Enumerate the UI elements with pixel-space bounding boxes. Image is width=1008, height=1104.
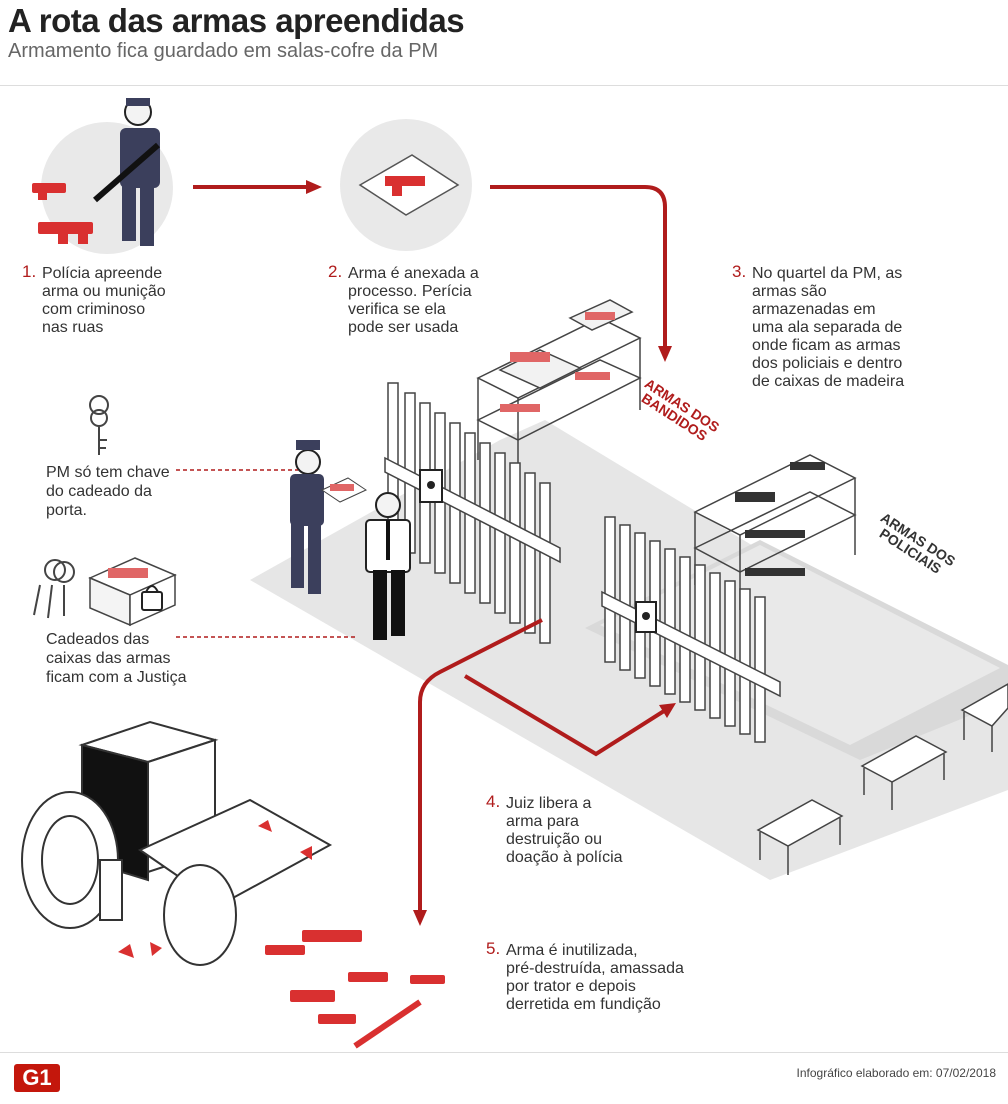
step-5-text: Arma é inutilizada, pré-destruída, amass… [506,942,684,1013]
g1-logo: G1 [14,1064,60,1092]
shelf-icon [693,454,857,610]
flow-arrow-icon [490,185,672,362]
evidence-bag-icon [340,119,472,251]
flow-arrow-icon [193,180,322,194]
footer-credit: Infográfico elaborado em: 07/02/2018 [796,1066,996,1080]
step-3: 3. No quartel da PM, as armas são armaze… [732,262,932,395]
step-4-text: Juiz libera a arma para destruição ou do… [506,795,623,866]
bench-icon [756,799,844,875]
page-title: A rota das armas apreendidas [8,2,465,39]
step-1-text: Polícia apreende arma ou munição com cri… [42,265,166,336]
step-1: 1. Polícia apreende arma ou munição com … [22,262,192,341]
header-divider [0,85,1008,86]
box-locks-note: Cadeados das caixas das armas ficam com … [46,631,187,686]
step-3-text: No quartel da PM, as armas são armazenad… [752,265,905,390]
steamroller-icon [21,720,333,966]
page-subtitle: Armamento fica guardado em salas-cofre d… [8,40,439,62]
police-officer-icon [41,98,173,254]
bench-icon [860,735,948,810]
bench-icon [960,683,1008,752]
police-officer-icon [290,440,368,594]
locked-box-icon [88,557,177,627]
step-1-number: 1. [22,262,37,281]
step-2: 2. Arma é anexada a processo. Perícia ve… [328,262,498,341]
gate-icon [384,382,561,644]
gate-icon [601,516,781,743]
judge-icon [365,492,411,640]
step-3-number: 3. [732,262,747,281]
shelf-icon [476,299,642,480]
footer-divider [0,1052,1008,1053]
step-5-number: 5. [486,939,501,958]
seized-gun-icon [118,820,445,1049]
door-key-note: PM só tem chave do cadeado da porta. [46,464,170,519]
keyring-icon [33,559,75,619]
step-4: 4. Juiz libera a arma para destruição ou… [486,792,636,871]
key-icon [89,395,109,455]
step-4-number: 4. [486,792,501,811]
flow-arrow-icon [413,618,676,926]
step-2-number: 2. [328,262,343,281]
step-2-text: Arma é anexada a processo. Perícia verif… [348,265,479,336]
step-5: 5. Arma é inutilizada, pré-destruída, am… [486,939,706,1018]
seized-gun-icon [32,183,93,244]
